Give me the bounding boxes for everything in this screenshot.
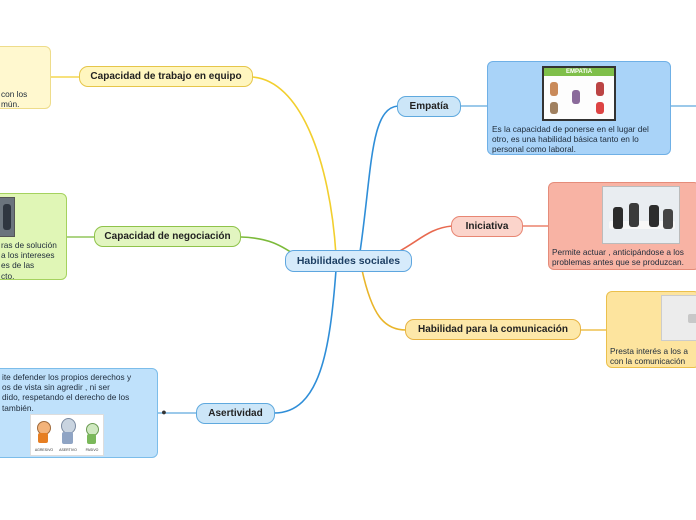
note-line: Presta interés a los a [610,346,688,356]
iniciativa-image-person [663,209,673,229]
empatia-image: EMPATIA [542,66,616,121]
note-line: Es la capacidad de ponerse en el lugar d… [492,124,649,134]
note-asertividad[interactable]: ite defender los propios derechos y os d… [0,368,158,458]
negociacion-image-person [3,204,11,230]
asertividad-image-caption: PASIVO [85,448,99,452]
topic-label: Empatía [409,101,449,112]
iniciativa-image-person [629,203,639,227]
iniciativa-image-table [609,221,675,229]
asertividad-image-caption: ASERTIVO [59,448,77,452]
note-empatia[interactable]: EMPATIA Es la capacidad de ponerse en el… [487,61,671,155]
topic-label: Capacidad de trabajo en equipo [90,71,242,82]
note-line: ras de solución [1,240,57,250]
note-line: con los [1,89,28,99]
empatia-image-figure [596,82,604,96]
note-line: os de vista sin agredir , ni ser [2,382,110,393]
note-line: es de las [1,260,35,271]
topic-trabajo-equipo[interactable]: Capacidad de trabajo en equipo [79,66,253,87]
note-line: problemas antes que se produzcan. [552,257,684,268]
central-topic-label: Habilidades sociales [296,255,401,267]
empatia-image-figure [550,102,558,114]
topic-iniciativa[interactable]: Iniciativa [451,216,523,237]
connector-empatia [359,105,399,253]
empatia-image-caption: EMPATIA [544,68,614,76]
empatia-image-figure [572,90,580,104]
pasivo-figure [87,434,96,444]
asertividad-image: AGRESIVO ASERTIVO PASIVO [30,414,104,456]
note-line: mún. [1,99,20,109]
topic-label: Asertividad [208,408,263,419]
note-line: con la comunicación [610,356,686,367]
note-line: cto. [1,270,15,280]
connector-trabajo-equipo [251,76,337,256]
note-line: a los intereses [1,250,55,261]
agresivo-figure [38,433,48,443]
note-negociacion[interactable]: ras de solución a los intereses es de la… [0,193,67,280]
asertivo-figure [62,432,73,444]
topic-label: Habilidad para la comunicación [417,324,569,335]
note-trabajo-equipo[interactable]: con los mún. [0,46,51,109]
note-line: personal como laboral. [492,144,576,155]
topic-comunicacion[interactable]: Habilidad para la comunicación [405,319,581,340]
empatia-image-figure [596,102,604,114]
connector-asertividad [273,269,337,414]
globe-link-icon[interactable]: ● [161,407,167,417]
note-line: otro, es una habilidad básica tanto en l… [492,134,639,145]
topic-empatia[interactable]: Empatía [397,96,461,117]
topic-negociacion[interactable]: Capacidad de negociación [94,226,241,247]
comunicacion-image [661,295,696,341]
connector-comunicacion [361,269,407,331]
note-line: dido, respetando el derecho de los [2,392,130,403]
note-iniciativa[interactable]: Permite actuar , anticipándose a los pro… [548,182,696,270]
topic-label: Iniciativa [465,221,509,232]
iniciativa-image [602,186,680,244]
topic-label: Capacidad de negociación [104,231,231,242]
iniciativa-image-person [613,207,623,229]
iniciativa-image-person [649,205,659,227]
connector-iniciativa [397,225,453,253]
note-comunicacion[interactable]: Presta interés a los a con la comunicaci… [606,291,696,368]
empatia-image-figure [550,82,558,96]
note-line: ite defender los propios derechos y [2,372,132,382]
topic-asertividad[interactable]: Asertividad [196,403,275,424]
note-line: Permite actuar , anticipándose a los [552,247,684,257]
camera-icon [688,314,696,323]
asertividad-image-caption: AGRESIVO [34,448,54,452]
note-line: también. [2,402,34,413]
central-topic[interactable]: Habilidades sociales [285,250,412,272]
negociacion-image [0,197,15,237]
